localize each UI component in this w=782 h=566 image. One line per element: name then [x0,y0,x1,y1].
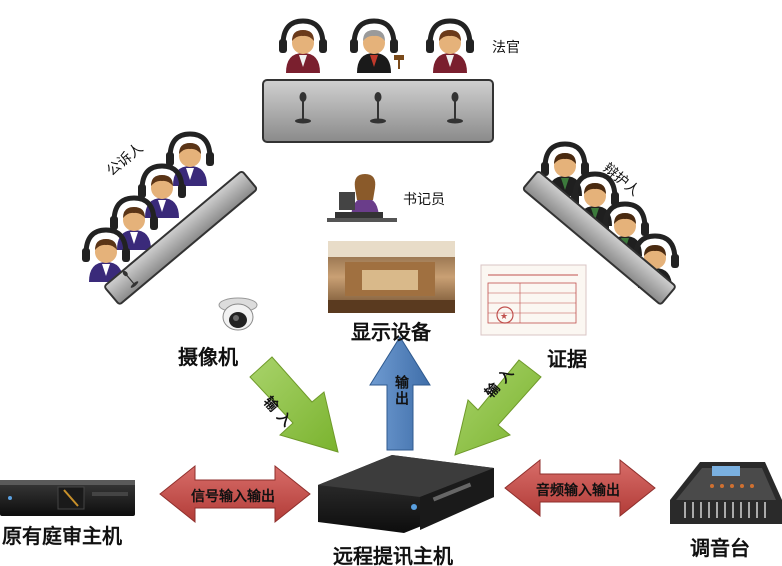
display-device-image [328,241,455,313]
evidence-label: 证据 [547,347,587,371]
prosecutor-person-icon [110,198,158,250]
prosecutor-person-icon [166,134,214,186]
court-host-device-image [0,480,135,516]
display-output-arrow-label: 输出 [393,375,409,407]
prosecutor-group [82,134,258,305]
mixer-device-image [670,462,782,524]
defense-bench [522,170,676,305]
defense-group [522,144,679,305]
clerk-group [327,174,397,222]
display-output-arrow [369,336,431,451]
prosecutor-bench [104,170,258,305]
svg-text:★: ★ [500,312,508,322]
evidence-input-arrow [454,359,542,456]
judge-person-icon [426,21,474,73]
signal-io-arrow-label: 信号输入输出 [191,489,275,505]
prosecutor-person-icon [138,166,186,218]
chief-judge-person-icon [350,18,404,73]
camera-label: 摄像机 [178,345,238,369]
clerk-label: 书记员 [403,192,445,208]
judge-label: 法官 [492,40,520,56]
mixer-label: 调音台 [690,536,750,560]
camera-icon [218,297,258,331]
remote-host-label: 远程提讯主机 [333,544,453,566]
judge-group [262,18,494,143]
court-host-label: 原有庭审主机 [2,524,122,548]
camera-input-arrow [249,356,339,453]
signal-io-arrow [159,464,311,524]
remote-host-device-image [318,455,494,533]
audio-io-arrow [504,458,656,518]
evidence-document-image: ★ [480,264,587,336]
judge-person-icon [279,21,327,73]
audio-io-arrow-label: 音频输入输出 [536,483,620,499]
display-label: 显示设备 [351,320,431,344]
